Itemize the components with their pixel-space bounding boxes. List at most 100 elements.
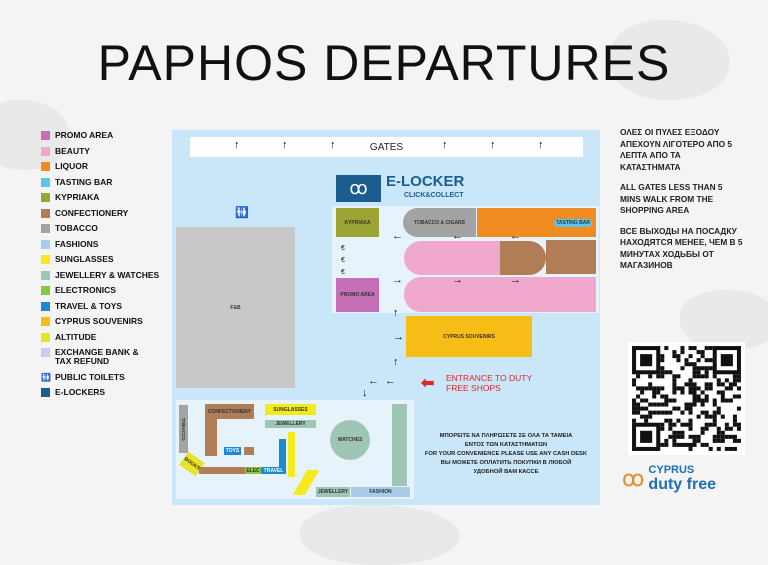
kypriaka-zone: KYPRIAKA: [336, 208, 379, 237]
qr-code[interactable]: [628, 342, 745, 455]
arrow-right-icon: →: [452, 274, 463, 286]
arrow-left-icon: ←: [392, 230, 403, 242]
electronics-zone: ELEC: [245, 467, 261, 474]
euro-icon: €: [341, 269, 345, 276]
info-greek: ΟΛΕΣ ΟΙ ΠΥΛΕΣ ΕΞΟΔΟΥ ΑΠΕΧΟΥΝ ΛΙΓΟΤΕΡΟ ΑΠ…: [620, 127, 733, 172]
confectionery-shelf: [205, 419, 217, 456]
jewellery-column: [392, 404, 407, 486]
arrow-left-icon: ←: [368, 375, 379, 387]
lower-confectionery-zone: CONFECTIONERY: [205, 404, 254, 419]
page-title: PAPHOS DEPARTURES: [97, 35, 671, 91]
legend-item: ALTITUDE: [41, 331, 159, 342]
payment-message-line: ΕΝΤΟΣ ΤΩΝ ΚΑΤΑΣΤΗΜΑΤΩΝ: [464, 442, 548, 448]
entrance-label: ENTRANCE TO DUTY FREE SHOPS: [446, 373, 532, 393]
legend-swatch: [41, 208, 50, 218]
payment-message-line: FOR YOUR CONVENIENCE PLEASE USE ANY CASH…: [424, 451, 588, 457]
bow-icon: ꝏ: [622, 465, 645, 491]
arrow-right-icon: →: [392, 274, 403, 286]
legend-label: BEAUTY: [55, 145, 90, 156]
travel-zone: TRAVEL: [261, 467, 286, 474]
legend-item: TOBACCO: [41, 224, 159, 233]
legend-label: TOBACCO: [55, 223, 98, 233]
legend-label: JEWELLERY & WATCHES: [55, 269, 160, 280]
payment-message-line: ВЫ МОЖЕТЕ ОПЛАТИТЬ ПОКУПКИ В ЛЮБОЙ: [440, 460, 572, 466]
arrow-left-icon: ←: [510, 230, 521, 242]
legend-label: PROMO AREA: [55, 130, 114, 140]
euro-icon: €: [341, 245, 345, 252]
arrow-right-icon: →: [510, 274, 521, 286]
legend-item: TRAVEL & TOYS: [41, 300, 159, 311]
brand-line1: CYPRUS: [648, 464, 695, 476]
legend-item: CONFECTIONERY: [41, 207, 159, 218]
legend-item: FASHIONS: [41, 238, 159, 249]
brand-line2: duty free: [648, 476, 716, 493]
legend-item: E-LOCKERS: [41, 388, 159, 397]
legend-swatch: [41, 146, 50, 156]
tasting-bar: TASTING BAR: [554, 218, 592, 227]
souvenirs-zone: CYPRUS SOUVENIRS: [406, 316, 532, 357]
confectionery-shelf: [199, 467, 245, 474]
confectionery-zone-1: [500, 241, 546, 275]
background-shape: [610, 20, 730, 100]
gate-arrow-icon: ↑: [442, 139, 448, 151]
payment-message-line: ΜΠΟΡΕΙΤΕ ΝΑ ΠΛΗΡΩΣΕΤΕ ΣΕ ΟΛΑ ΤΑ ΤΑΜΕΙΑ: [439, 433, 573, 439]
background-shape: [0, 100, 70, 170]
confectionery-zone-2: [546, 240, 596, 274]
legend-swatch: [41, 332, 50, 342]
legend-swatch: [41, 193, 50, 202]
legend-label: CONFECTIONERY: [55, 207, 129, 218]
legend-item: 🚻PUBLIC TOILETS: [41, 371, 159, 382]
gate-arrow-icon: ↑: [490, 139, 496, 151]
sunglasses-zone: SUNGLASSES: [265, 404, 316, 415]
arrow-down-icon: ↓: [362, 387, 368, 399]
legend-item: TASTING BAR: [41, 177, 159, 187]
euro-icon: €: [341, 257, 345, 264]
altitude-shelf: [288, 432, 295, 477]
background-shape: [300, 505, 460, 565]
beauty-zone-1: [404, 241, 500, 275]
travel-shelf: [279, 439, 286, 467]
legend-item: SUNGLASSES: [41, 255, 159, 264]
legend-label: ELECTRONICS: [55, 285, 116, 295]
arrow-left-icon: ←: [452, 230, 463, 242]
legend-label: E-LOCKERS: [55, 387, 106, 397]
promo-zone: PROMO AREA: [336, 278, 379, 312]
legend-label: TRAVEL & TOYS: [55, 300, 123, 311]
confectionery-shelf: [244, 447, 254, 455]
e-locker-subtitle: CLICK&COLLECT: [404, 192, 464, 199]
tobacco-zone: TOBACCO & CIGARS: [403, 208, 476, 237]
legend-item: PROMO AREA: [41, 131, 159, 140]
legend-label: EXCHANGE BANK & TAX REFUND: [55, 347, 139, 366]
background-shape: [680, 290, 768, 350]
legend-swatch: [41, 301, 50, 311]
liquor-zone: TASTING BAR: [477, 208, 596, 237]
e-locker-bow-icon: ꝏ: [336, 175, 381, 202]
legend-label: PUBLIC TOILETS: [55, 371, 125, 382]
legend-swatch: [41, 131, 50, 140]
arrow-up-icon: ↑: [393, 307, 399, 319]
exchange-desk-markers: € € €: [341, 243, 345, 279]
info-english: ALL GATES LESS THAN 5 MINS WALK FROM THE…: [620, 182, 723, 215]
legend-swatch: [41, 317, 50, 326]
gates-bar: GATES: [190, 137, 583, 157]
info-russian: ВСЕ ВЫХОДЫ НА ПОСАДКУ НАХОДЯТСЯ МЕНЕЕ, Ч…: [620, 225, 743, 271]
lower-jewellery-zone: JEWELLERY: [316, 487, 350, 497]
legend-label: FASHIONS: [55, 238, 99, 249]
toys-zone: TOYS: [224, 447, 241, 455]
legend-label: ALTITUDE: [55, 331, 97, 342]
jewellery-zone: JEWELLERY: [265, 420, 316, 428]
legend-swatch: [41, 239, 50, 249]
legend-swatch: [41, 162, 50, 171]
gate-arrow-icon: ↑: [330, 139, 336, 151]
store-map: GATES ↑↑↑↑↑↑ ꝏ E-LOCKER CLICK&COLLECT KY…: [172, 130, 600, 505]
legend-item: CYPRUS SOUVENIRS: [41, 317, 159, 326]
brand-logo: ꝏ CYPRUS duty free: [622, 464, 716, 493]
gate-arrow-icon: ↑: [538, 139, 544, 151]
arrow-left-icon: ←: [385, 375, 396, 387]
legend-label: SUNGLASSES: [55, 254, 114, 264]
legend-item: ELECTRONICS: [41, 286, 159, 295]
legend-item: EXCHANGE BANK & TAX REFUND: [41, 348, 159, 366]
arrow-right-icon: →: [393, 331, 404, 343]
gate-arrow-icon: ↑: [234, 139, 240, 151]
